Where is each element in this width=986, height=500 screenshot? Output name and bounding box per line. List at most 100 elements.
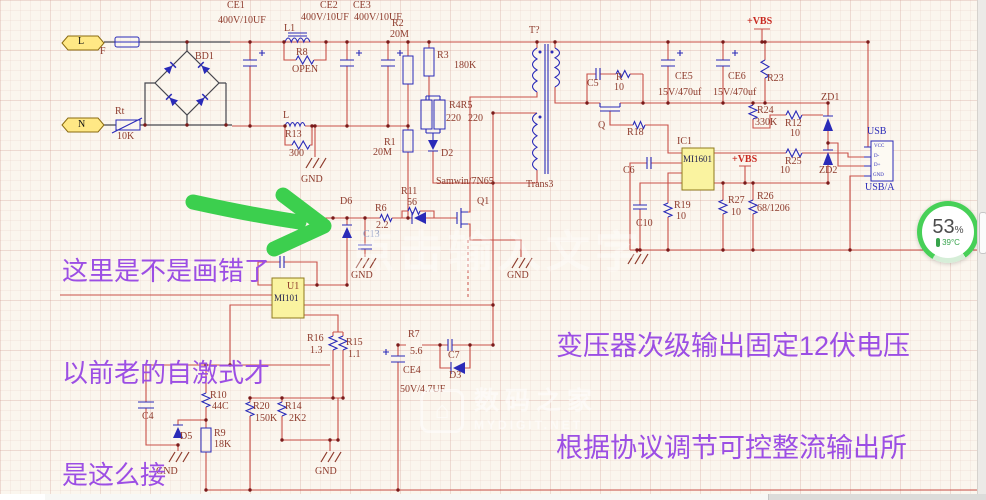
label-ce3-val: 400V/10UF	[354, 12, 402, 23]
label-r4r5: R4R5	[449, 100, 473, 111]
label-d2: D2	[441, 148, 454, 159]
right-note-line-1: 变压器次级输出固定12伏电压	[556, 331, 911, 361]
horizontal-scrollbar[interactable]	[45, 494, 986, 500]
label-r19-val: 10	[676, 211, 686, 222]
left-note-line-3: 是这么接	[62, 460, 167, 490]
scrollbar-corner	[0, 494, 45, 500]
label-r23: R23	[767, 73, 784, 84]
label-r12: R12	[785, 118, 802, 129]
wires-red	[60, 28, 984, 491]
label-ic1: IC1	[677, 136, 692, 147]
label-trans3: Trans3	[526, 179, 554, 190]
faint-watermark: 点击输入文字	[350, 228, 644, 277]
vertical-scrollbar-thumb[interactable]	[979, 212, 986, 254]
left-note-line-2: 以前老的自激式才	[62, 358, 271, 388]
label-rt: Rt	[115, 106, 125, 117]
label-u1-val: MI101	[274, 293, 299, 303]
usb-pin-dp: D+	[874, 163, 881, 168]
label-c6: C6	[623, 165, 635, 176]
label-c5: C5	[587, 78, 599, 89]
label-gnd-5: GND	[156, 466, 178, 477]
left-note-line-1: 这里是不是画错了	[62, 256, 271, 286]
u1-body[interactable]	[271, 277, 305, 319]
label-gnd-6: GND	[315, 466, 337, 477]
label-r8: R8	[296, 47, 308, 58]
label-q1-part: Samwin/7N65	[436, 176, 494, 187]
label-ce4: CE4	[403, 365, 421, 376]
label-r1-val: 20M	[373, 147, 392, 158]
label-r5-val: 220	[468, 113, 483, 124]
label-r11: R11	[401, 186, 418, 197]
label-r25-val: 10	[780, 165, 790, 176]
usb-pin-dm: D-	[874, 154, 880, 159]
label-c10: C10	[636, 218, 653, 229]
label-r10: R10	[210, 390, 227, 401]
battery-percent: 53%	[932, 216, 964, 238]
label-r6-val: 2.2	[376, 220, 389, 231]
site-watermark-name: 数码之家	[474, 387, 599, 415]
label-ce5-val: 15V/470uf	[658, 87, 702, 98]
site-watermark-logo-icon: ⌂	[420, 389, 464, 433]
green-arrow	[185, 187, 332, 257]
label-rsm: R	[616, 72, 623, 83]
label-r26-val: 68/1206	[757, 203, 790, 214]
battery-status-badge: 53% 39°C	[917, 201, 979, 263]
label-transformer: T?	[529, 25, 540, 36]
label-r7: R7	[408, 329, 420, 340]
temperature-value: 39°C	[942, 238, 960, 247]
label-r25: R25	[785, 156, 802, 167]
label-c13: C13	[363, 229, 380, 240]
label-vbs-top: +VBS	[747, 16, 773, 27]
label-r12-val: 10	[790, 128, 800, 139]
ground-symbols	[168, 157, 649, 463]
label-r24-val: 330K	[755, 117, 778, 128]
port-n-shape[interactable]	[61, 117, 105, 133]
junction-dots	[143, 40, 870, 492]
label-r20: R20	[253, 401, 270, 412]
label-ce6-val: 15V/470uf	[713, 87, 757, 98]
label-r18: R18	[627, 127, 644, 138]
label-d3: D3	[449, 370, 462, 381]
usb-connector-body[interactable]	[870, 140, 894, 182]
label-d6: D6	[340, 196, 353, 207]
label-ce1-val: 400V/10UF	[218, 15, 266, 26]
label-r15-val: 1.1	[348, 349, 361, 360]
label-ce1: CE1	[227, 0, 245, 11]
label-r2-val: 20M	[390, 29, 409, 40]
horizontal-scrollbar-thumb[interactable]	[45, 494, 769, 500]
label-r27: R27	[728, 195, 745, 206]
label-usb: USB	[867, 126, 887, 137]
annotation-left-note: 这里是不是画错了 以前老的自激式才 是这么接	[62, 186, 270, 500]
label-r16-val: 1.3	[310, 345, 323, 356]
label-r9-val: 18K	[214, 439, 232, 450]
label-zd2: ZD2	[819, 165, 838, 176]
label-l1: L1	[284, 23, 296, 34]
label-r15: R15	[346, 337, 363, 348]
vertical-scrollbar[interactable]	[977, 0, 986, 494]
label-q1: Q1	[477, 196, 490, 207]
label-r13-val: 300	[289, 148, 304, 159]
label-rt-val: 10K	[117, 131, 135, 142]
components-blue	[111, 32, 871, 426]
label-r9: R9	[214, 428, 226, 439]
right-note-line-2: 根据协议调节可控整流输出所	[556, 433, 907, 463]
label-gnd-2: GND	[351, 270, 373, 281]
label-gnd-1: GND	[301, 174, 323, 185]
port-l-shape[interactable]	[61, 35, 105, 51]
label-r1: R1	[384, 137, 396, 148]
label-ce6: CE6	[728, 71, 746, 82]
label-bd1: BD1	[195, 51, 214, 62]
usb-pin-gnd: GND	[873, 173, 884, 178]
port-l-label: L	[78, 36, 85, 47]
label-rsm-val: 10	[614, 82, 624, 93]
label-r3-val: 180K	[454, 60, 477, 71]
label-r26: R26	[757, 191, 774, 202]
usb-pin-vcc: VCC	[874, 144, 885, 149]
ic1-body[interactable]	[681, 147, 715, 191]
label-r27-val: 10	[731, 207, 741, 218]
label-r10-val: 44C	[212, 401, 229, 412]
label-q: Q	[598, 120, 606, 131]
label-r11-val: 56	[407, 197, 417, 208]
